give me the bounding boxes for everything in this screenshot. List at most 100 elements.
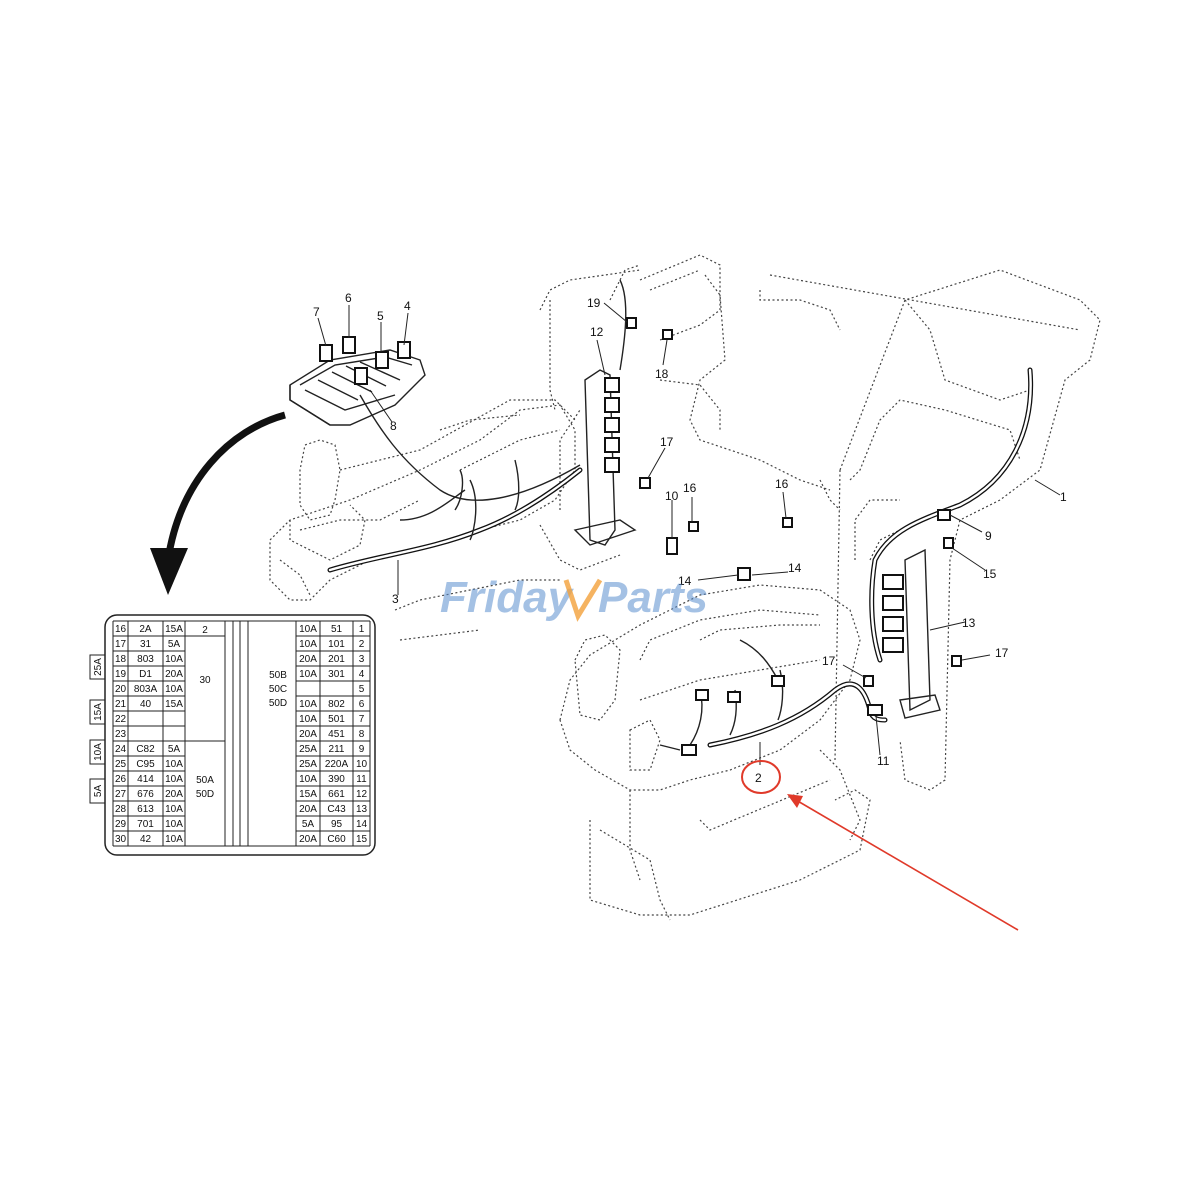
fuse-cell-left: 24 (115, 744, 127, 755)
fuse-cell-left: 21 (115, 699, 127, 710)
fuse-cell-left: D1 (139, 669, 152, 680)
fuse-cell-right: 451 (328, 729, 345, 740)
fuse-cell-right: 20A (299, 729, 317, 740)
fuse-side-label: 10A (93, 743, 104, 761)
callout-1: 1 (1060, 490, 1067, 504)
fuse-cell-right: 802 (328, 699, 345, 710)
fuse-cell-left: C82 (136, 744, 155, 755)
callout-17b: 17 (822, 654, 836, 668)
fuse-cell-left: 803A (134, 684, 158, 695)
fuse-mid-top: 2 (202, 625, 208, 636)
fuse-box (289, 336, 581, 501)
fuse-cell-left: 23 (115, 729, 127, 740)
fuse-cell-left: 10A (165, 654, 183, 665)
fuse-cell-left: 20 (115, 684, 127, 695)
fuse-cell-left: 5A (168, 639, 181, 650)
fuse-cell-left: 10A (165, 759, 183, 770)
fuse-cell-left: 2A (139, 624, 152, 635)
fuse-cell-right: 301 (328, 669, 345, 680)
fuse-cell-left: 17 (115, 639, 127, 650)
fuse-cell-right: 11 (356, 774, 367, 785)
fuse-cell-right: 9 (359, 744, 365, 755)
fuse-cell-right: C60 (327, 834, 346, 845)
fuse-cell-right: 14 (356, 819, 368, 830)
fuse-cell-right: 10A (299, 699, 317, 710)
fuse-cell-right: 5A (302, 819, 315, 830)
fuse-cell-left: 676 (137, 789, 154, 800)
fuse-cell-left: 42 (140, 834, 152, 845)
fuse-cell-right: 2 (359, 639, 365, 650)
fuse-cell-right: 3 (359, 654, 365, 665)
fuse-cell-right: 10A (299, 624, 317, 635)
fuse-cell-left: 27 (115, 789, 127, 800)
fuse-mid-50d2: 50D (269, 698, 287, 709)
fuse-cell-left: 10A (165, 684, 183, 695)
fuse-cell-left: 25 (115, 759, 127, 770)
callout-17c: 17 (995, 646, 1009, 660)
callout-4: 4 (404, 299, 411, 313)
fuse-cell-right: 661 (328, 789, 345, 800)
fuse-cell-left: 15A (165, 699, 183, 710)
callout-10: 10 (665, 489, 679, 503)
fuse-cell-right: 1 (359, 624, 365, 635)
fuse-cell-right: 501 (328, 714, 345, 725)
relay-bracket-13 (882, 548, 941, 719)
fuse-cell-left: 40 (140, 699, 152, 710)
fuse-cell-left: 414 (137, 774, 154, 785)
fuse-cell-right: 10A (299, 774, 317, 785)
fuse-cell-left: 15A (165, 624, 183, 635)
fuse-cell-left: 701 (137, 819, 154, 830)
fuse-cell-left: 26 (115, 774, 127, 785)
callout-9: 9 (985, 529, 992, 543)
curved-arrow (150, 411, 286, 595)
fuse-cell-left: 10A (165, 834, 183, 845)
fuse-mid-50a: 50A (196, 775, 214, 786)
fuse-cell-right: 201 (328, 654, 345, 665)
fuse-cell-right: 10A (299, 639, 317, 650)
callouts: 1 2 3 4 5 6 7 8 9 10 11 12 13 14 14 15 1… (313, 291, 1067, 785)
callout-15: 15 (983, 567, 997, 581)
callout-2: 2 (755, 771, 762, 785)
fuse-cell-right: 12 (356, 789, 368, 800)
callout-17a: 17 (660, 435, 674, 449)
fuse-cell-right: 20A (299, 654, 317, 665)
fuse-cell-right: 25A (299, 744, 317, 755)
callout-6: 6 (345, 291, 352, 305)
callout-19: 19 (587, 296, 601, 310)
harness-3 (327, 459, 583, 573)
cab-outline (269, 254, 1101, 921)
callout-8: 8 (390, 419, 397, 433)
fuse-cell-right: 390 (328, 774, 345, 785)
fuse-cell-right: 211 (329, 744, 345, 755)
fuse-cell-left: 5A (168, 744, 181, 755)
fuse-cell-right: 51 (331, 624, 343, 635)
fuse-cell-right: 10A (299, 669, 317, 680)
fuse-mid-50d: 50D (196, 789, 214, 800)
highlight-marker (741, 760, 1019, 931)
callout-13: 13 (962, 616, 976, 630)
watermark: Friday Parts (440, 573, 708, 622)
fuse-cell-left: 19 (115, 669, 127, 680)
fuse-cell-right: 220A (325, 759, 349, 770)
relay-bracket-12 (573, 279, 637, 546)
fuse-cell-right: 7 (359, 714, 365, 725)
harness-2 (659, 639, 888, 756)
fuse-cell-right: 95 (331, 819, 343, 830)
fuse-cell-left: 18 (115, 654, 127, 665)
callout-16a: 16 (683, 481, 697, 495)
callout-12: 12 (590, 325, 604, 339)
fuse-side-label: 5A (93, 785, 104, 798)
fuse-cell-left: 10A (165, 774, 183, 785)
fuse-cell-left: 803 (137, 654, 154, 665)
fuse-cell-left: 31 (140, 639, 152, 650)
fuse-cell-left: 29 (115, 819, 127, 830)
fuse-cell-right: 4 (359, 669, 365, 680)
callout-3: 3 (392, 592, 399, 606)
harness-1 (869, 367, 1034, 663)
fuse-cell-right: 10A (299, 714, 317, 725)
fuse-cell-right: 15 (356, 834, 368, 845)
fuse-cell-right: 6 (359, 699, 365, 710)
fuse-cell-right: 8 (359, 729, 365, 740)
fuse-cell-left: 10A (165, 804, 183, 815)
